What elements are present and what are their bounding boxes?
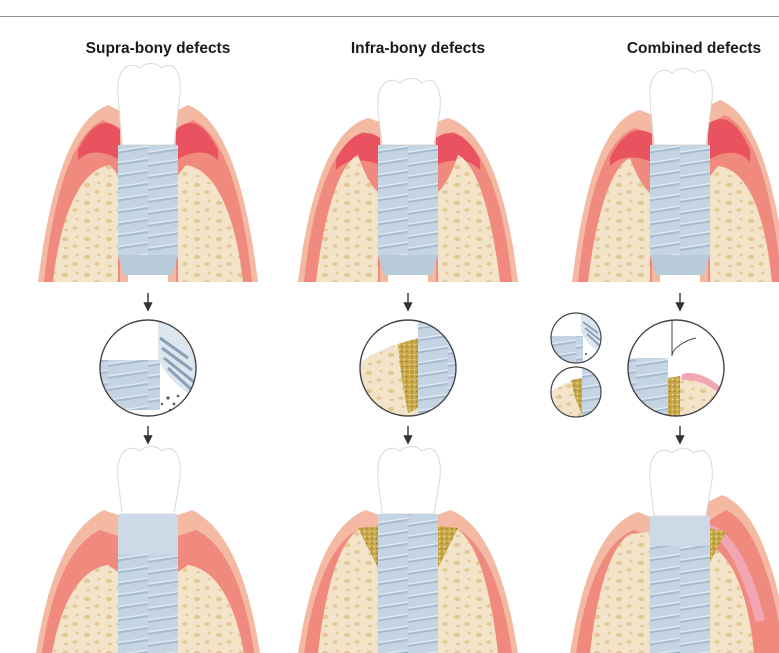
infra-bony-detail-circle [360,320,458,416]
supra-bony-after [36,447,260,653]
infra-bony-before [298,79,518,283]
arrow-down-icon [145,426,152,443]
combined-detail-small-bottom [551,367,604,417]
infra-bony-after [298,447,518,653]
arrow-down-icon [677,293,684,310]
arrow-down-icon [405,293,412,310]
combined-detail-circle [628,320,724,416]
combined-before [572,69,779,283]
supra-bony-detail-circle [100,320,196,416]
arrow-down-icon [145,293,152,310]
arrow-down-icon [405,426,412,443]
combined-detail-small-top [551,313,601,363]
combined-after [570,449,779,653]
arrow-down-icon [677,426,684,443]
supra-bony-before [38,64,258,283]
